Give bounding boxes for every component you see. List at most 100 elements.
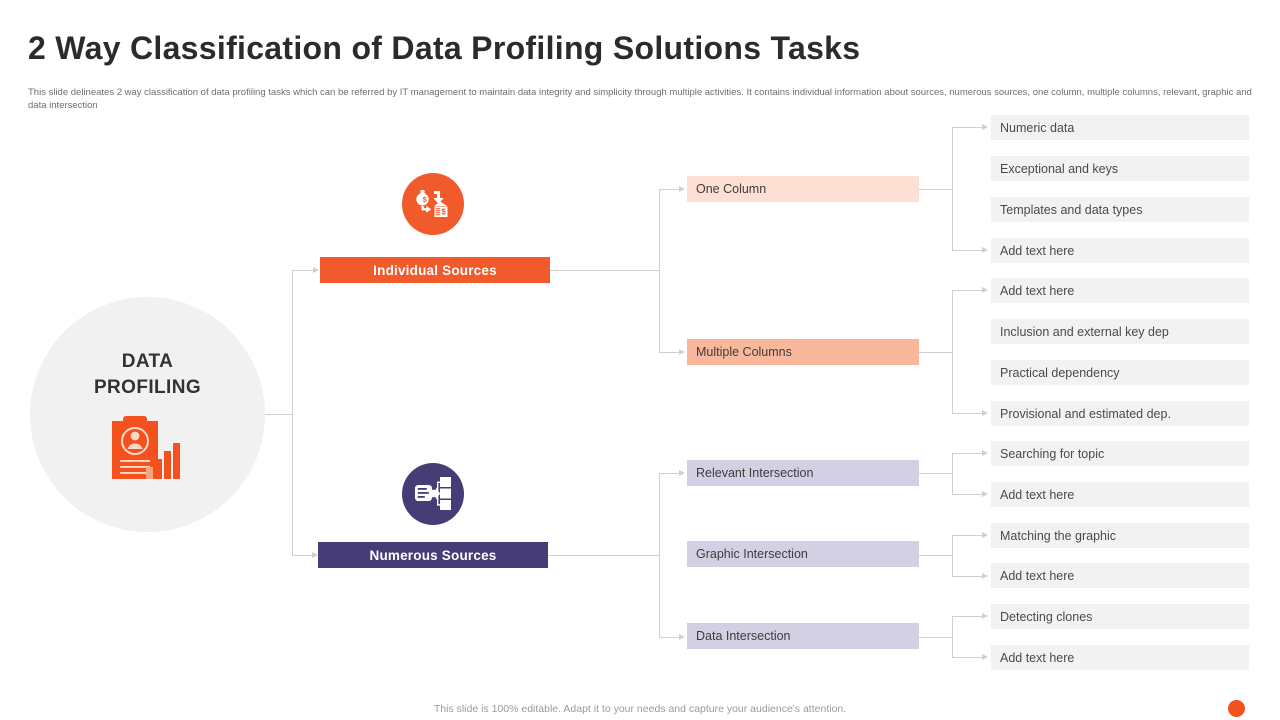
wire-to-one-column [659, 189, 680, 190]
arrow-multiple-columns-leaf-0 [982, 286, 988, 293]
leaf-item[interactable]: Practical dependency [991, 360, 1249, 385]
leaf-item[interactable]: Numeric data [991, 115, 1249, 140]
arrow-one-column-leaf-0 [982, 123, 988, 130]
leaf-label: Exceptional and keys [1000, 161, 1119, 176]
subbranch-label: Graphic Intersection [696, 547, 808, 561]
wire-hub-out [265, 414, 292, 415]
wire-to-numerous [292, 555, 313, 556]
wire-to-data-intersection [659, 637, 680, 638]
wire-to-individual [292, 270, 314, 271]
wire-relevant-leaf-0 [952, 453, 983, 454]
leaf-item[interactable]: Searching for topic [991, 441, 1249, 466]
wire-numerous-out [548, 555, 659, 556]
wire-to-relevant-intersection [659, 473, 680, 474]
money-bank-transfer-icon: $ $ [402, 173, 464, 235]
wire-to-multiple-columns [659, 352, 680, 353]
wire-multiple-columns-leaf-0 [952, 290, 983, 291]
leaf-label: Inclusion and external key dep [1000, 324, 1169, 339]
wire-graphic-leaf-0 [952, 535, 983, 536]
svg-text:$: $ [423, 195, 428, 204]
leaf-label: Detecting clones [1000, 609, 1093, 624]
arrow-one-column-leaf-3 [982, 246, 988, 253]
arrow-to-data-intersection [679, 633, 685, 640]
wire-one-column-leaf-0 [952, 127, 983, 128]
svg-text:$: $ [441, 208, 446, 217]
clipboard-chart-icon [109, 415, 187, 494]
branch-bar-individual-sources[interactable]: Individual Sources [320, 257, 550, 283]
subbranch-label: Relevant Intersection [696, 466, 814, 480]
leaf-label: Add text here [1000, 487, 1075, 502]
page-subtitle: This slide delineates 2 way classificati… [28, 87, 1252, 111]
arrow-graphic-leaf-1 [982, 572, 988, 579]
leaf-item[interactable]: Add text here [991, 482, 1249, 507]
leaf-label: Templates and data types [1000, 202, 1143, 217]
wire-relevant-out [919, 473, 952, 474]
arrow-to-individual [313, 266, 319, 273]
leaf-item[interactable]: Detecting clones [991, 604, 1249, 629]
wire-individual-out [550, 270, 659, 271]
wire-hub-spine [292, 270, 293, 555]
arrow-data-leaf-1 [982, 653, 988, 660]
footer-note: This slide is 100% editable. Adapt it to… [433, 703, 847, 715]
leaf-label: Searching for topic [1000, 446, 1105, 461]
arrow-to-one-column [679, 185, 685, 192]
wire-multiple-columns-out [919, 352, 952, 353]
wire-data-spine [952, 616, 953, 657]
wire-one-column-out [919, 189, 952, 190]
wire-one-column-leaf-3 [952, 250, 983, 251]
database-distribution-icon [402, 463, 464, 525]
arrow-to-multiple-columns [679, 348, 685, 355]
subbranch-label: Multiple Columns [696, 345, 792, 359]
subbranch-bar-relevant-intersection[interactable]: Relevant Intersection [687, 460, 919, 486]
wire-one-column-spine [952, 127, 953, 250]
wire-individual-spine [659, 189, 660, 352]
leaf-label: Provisional and estimated dep. [1000, 406, 1171, 421]
arrow-to-relevant-intersection [679, 469, 685, 476]
wire-numerous-spine [659, 473, 660, 637]
leaf-item[interactable]: Add text here [991, 278, 1249, 303]
wire-graphic-spine [952, 535, 953, 576]
leaf-label: Add text here [1000, 243, 1075, 258]
wire-data-leaf-0 [952, 616, 983, 617]
accent-dot-icon [1228, 700, 1245, 717]
subbranch-label: Data Intersection [696, 629, 791, 643]
subbranch-bar-one-column[interactable]: One Column [687, 176, 919, 202]
hub-circle: DATA PROFILING [30, 297, 265, 532]
hub-label: DATA PROFILING [94, 349, 201, 401]
leaf-label: Add text here [1000, 283, 1075, 298]
leaf-label: Practical dependency [1000, 365, 1120, 380]
leaf-item[interactable]: Add text here [991, 563, 1249, 588]
arrow-relevant-leaf-1 [982, 490, 988, 497]
wire-relevant-spine [952, 453, 953, 494]
leaf-item[interactable]: Matching the graphic [991, 523, 1249, 548]
wire-data-out [919, 637, 952, 638]
subbranch-bar-multiple-columns[interactable]: Multiple Columns [687, 339, 919, 365]
subbranch-bar-data-intersection[interactable]: Data Intersection [687, 623, 919, 649]
arrow-data-leaf-0 [982, 612, 988, 619]
arrow-multiple-columns-leaf-3 [982, 409, 988, 416]
leaf-item[interactable]: Templates and data types [991, 197, 1249, 222]
leaf-item[interactable]: Add text here [991, 645, 1249, 670]
wire-graphic-out [919, 555, 952, 556]
branch-bar-numerous-sources[interactable]: Numerous Sources [318, 542, 548, 568]
leaf-label: Matching the graphic [1000, 528, 1117, 543]
wire-multiple-columns-leaf-3 [952, 413, 983, 414]
subbranch-bar-graphic-intersection[interactable]: Graphic Intersection [687, 541, 919, 567]
hub-label-line2: PROFILING [93, 377, 202, 398]
subbranch-label: One Column [696, 182, 767, 196]
arrow-graphic-leaf-0 [982, 531, 988, 538]
leaf-label: Add text here [1000, 650, 1075, 665]
branch-label: Numerous Sources [369, 547, 497, 563]
leaf-item[interactable]: Inclusion and external key dep [991, 319, 1249, 344]
leaf-item[interactable]: Exceptional and keys [991, 156, 1249, 181]
leaf-item[interactable]: Add text here [991, 238, 1249, 263]
arrow-to-numerous [312, 551, 318, 558]
leaf-label: Add text here [1000, 568, 1075, 583]
hub-label-line1: DATA [121, 351, 174, 372]
wire-graphic-leaf-1 [952, 576, 983, 577]
wire-relevant-leaf-1 [952, 494, 983, 495]
leaf-item[interactable]: Provisional and estimated dep. [991, 401, 1249, 426]
branch-label: Individual Sources [373, 262, 497, 278]
arrow-relevant-leaf-0 [982, 449, 988, 456]
